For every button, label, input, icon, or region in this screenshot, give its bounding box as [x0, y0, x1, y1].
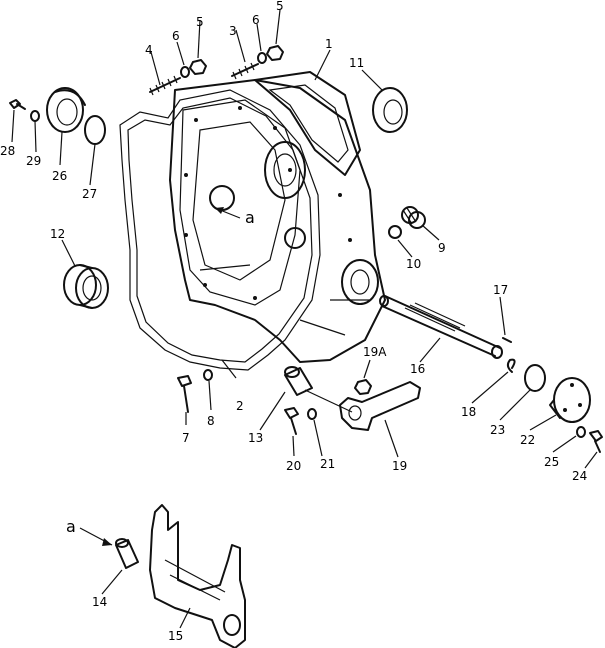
leader-lines	[11, 9, 598, 629]
cover-26	[46, 87, 86, 133]
callout-27: 27	[82, 187, 97, 201]
callout-labels: 1 2 3 4 5 5 6 6 7 8 9 10 11 12 13 14 15 …	[0, 0, 587, 643]
bushing-13	[284, 366, 353, 413]
callout-7: 7	[182, 431, 190, 445]
bolt-28	[9, 99, 26, 110]
bolt-20	[284, 407, 299, 435]
nut-5-left	[189, 59, 207, 75]
callout-5-right: 5	[276, 0, 284, 13]
callout-22: 22	[520, 433, 535, 447]
washer-8	[203, 369, 213, 381]
callout-2: 2	[236, 399, 244, 413]
fork-15	[149, 504, 246, 648]
washer-6-left	[180, 66, 190, 78]
reference-a-bushing: a	[66, 517, 76, 536]
callout-12: 12	[50, 227, 65, 241]
callout-5-left: 5	[196, 15, 204, 29]
callout-21: 21	[320, 457, 335, 471]
callout-24: 24	[572, 469, 587, 483]
callout-20: 20	[286, 459, 301, 473]
callout-3: 3	[229, 24, 237, 38]
callout-8: 8	[207, 414, 215, 428]
callout-18: 18	[461, 405, 476, 419]
bolt-24	[589, 430, 603, 453]
callout-26: 26	[52, 169, 67, 183]
callout-6-left: 6	[172, 29, 180, 43]
o-ring-23	[524, 364, 546, 392]
plug-9	[401, 206, 426, 229]
callout-17: 17	[493, 283, 508, 297]
stud-4	[149, 75, 181, 96]
callout-23: 23	[490, 423, 505, 437]
washer-29	[30, 110, 40, 122]
shaft-16	[379, 295, 503, 359]
bushing-14	[115, 538, 139, 569]
seal-11	[372, 87, 408, 133]
bearing-12	[63, 264, 109, 309]
snap-ring-18	[506, 358, 516, 373]
callout-10: 10	[406, 257, 421, 271]
callout-15: 15	[168, 629, 183, 643]
stud-3	[231, 62, 259, 80]
callout-4: 4	[145, 43, 153, 57]
washer-21	[307, 408, 317, 420]
reference-a-housing: a	[245, 208, 255, 227]
key-17	[502, 337, 512, 343]
callout-29: 29	[26, 154, 41, 168]
nut-19A	[354, 379, 372, 395]
cover-22	[549, 377, 591, 423]
callout-1: 1	[325, 37, 333, 51]
callout-25: 25	[544, 455, 559, 469]
callout-19A: 19A	[363, 345, 387, 359]
callout-11: 11	[349, 56, 364, 70]
callout-9: 9	[438, 241, 446, 255]
callout-13: 13	[248, 431, 263, 445]
housing-gasket	[119, 89, 321, 371]
o-ring-10	[388, 225, 402, 239]
o-ring-27	[84, 115, 106, 145]
callout-14: 14	[92, 595, 107, 609]
washer-6-right	[257, 52, 267, 64]
washer-25	[576, 426, 586, 438]
nut-5-right	[266, 45, 284, 61]
callout-16: 16	[410, 362, 425, 376]
transmission-housing	[169, 71, 386, 363]
callout-28: 28	[0, 144, 15, 158]
lever-19	[339, 381, 421, 431]
callout-6-right: 6	[252, 13, 260, 27]
bolt-7	[177, 375, 192, 413]
callout-19: 19	[392, 459, 407, 473]
